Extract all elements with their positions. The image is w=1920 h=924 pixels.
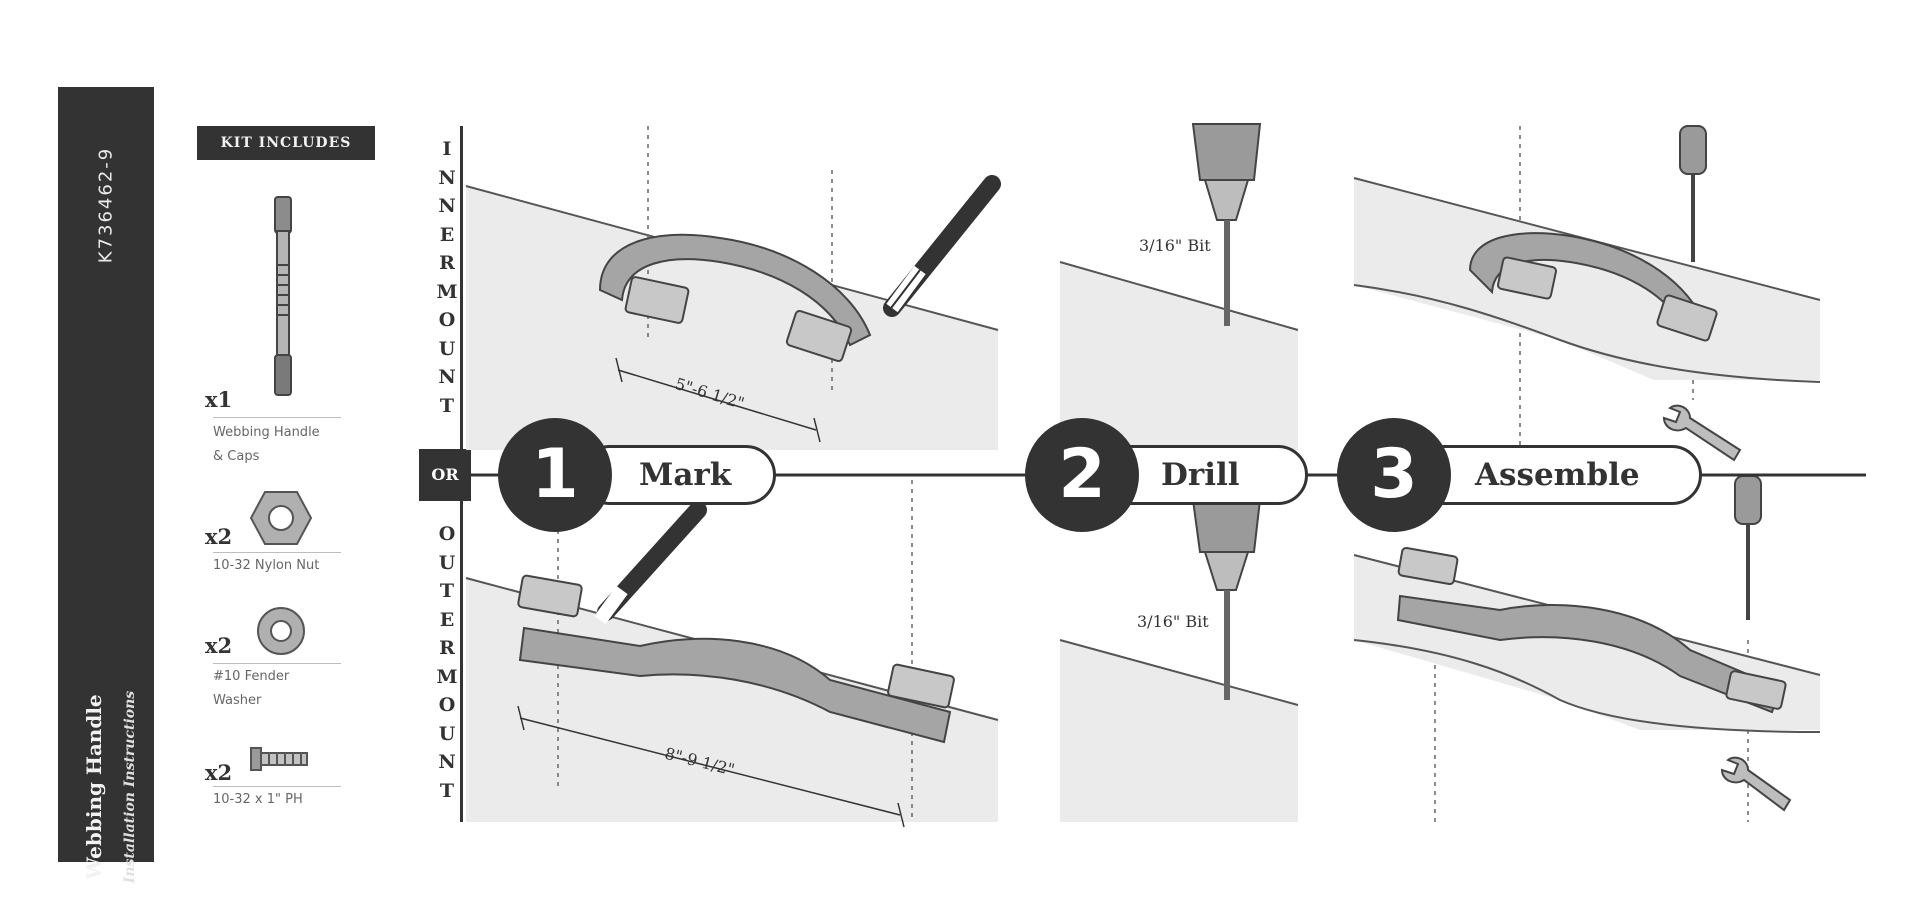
or-badge: OR (419, 449, 471, 501)
kit-item-webbing-handle: x1 Webbing Handle & Caps (205, 195, 345, 470)
step-1-label: Mark (639, 457, 732, 493)
drill-bit-label-top: 3/16" Bit (1139, 236, 1211, 255)
kit-qty: x1 (205, 387, 233, 412)
kit-label: 10-32 x 1" PH (213, 792, 303, 807)
step-3-label: Assemble (1475, 457, 1640, 493)
kit-qty: x2 (205, 760, 233, 785)
assemble-bottom-handle (1396, 546, 1787, 714)
divider (213, 552, 341, 553)
kit-item-nut: x2 10-32 Nylon Nut (205, 490, 345, 580)
outer-handle-drawing (517, 574, 955, 744)
assemble-top-handle (1468, 232, 1718, 342)
divider (213, 786, 341, 787)
screwdriver-bottom-drawing (1734, 475, 1762, 620)
kit-item-washer: x2 #10 Fender Washer (205, 605, 345, 715)
drill-top-surface (1060, 262, 1298, 450)
marker-pen-drawing (594, 501, 707, 625)
kit-qty: x2 (205, 633, 233, 658)
divider (213, 417, 341, 418)
washer-icon (257, 607, 305, 655)
kit-label: Webbing Handle (213, 425, 320, 440)
kit-qty: x2 (205, 524, 233, 549)
wrench-bottom-drawing (1720, 756, 1792, 812)
sidebar-banner: K736462-9 Webbing Handle Installation In… (58, 87, 154, 883)
step-3-number: 3 (1337, 418, 1451, 532)
screwdriver-top-drawing (1679, 125, 1707, 262)
webbing-handle-icon (274, 196, 292, 396)
kit-item-screw: x2 10-32 x 1" PH (205, 740, 345, 820)
drill-top-drawing (1191, 123, 1262, 326)
kit-label: 10-32 Nylon Nut (213, 558, 320, 573)
marker-pen-drawing (883, 175, 1001, 317)
kit-label: #10 Fender (213, 669, 290, 684)
hex-nut-icon (249, 491, 313, 545)
divider (213, 663, 341, 664)
mark-inner-surface (466, 186, 998, 450)
drill-bottom-drawing (1191, 499, 1262, 700)
wrench-top-drawing (1662, 404, 1742, 462)
drill-bottom-surface (1060, 640, 1298, 822)
kit-label: & Caps (213, 449, 260, 464)
screw-icon (250, 747, 308, 771)
step-1-label-pill: Mark (580, 445, 776, 505)
drill-bit-label-bottom: 3/16" Bit (1137, 612, 1209, 631)
kit-includes-header: KIT INCLUDES (197, 126, 375, 160)
step-1-number: 1 (498, 418, 612, 532)
kit-label: Washer (213, 693, 262, 708)
step-3-label-pill: Assemble (1414, 445, 1702, 505)
inner-handle-drawing (598, 233, 872, 363)
step-2-label: Drill (1161, 457, 1240, 493)
step-2-number: 2 (1025, 418, 1139, 532)
